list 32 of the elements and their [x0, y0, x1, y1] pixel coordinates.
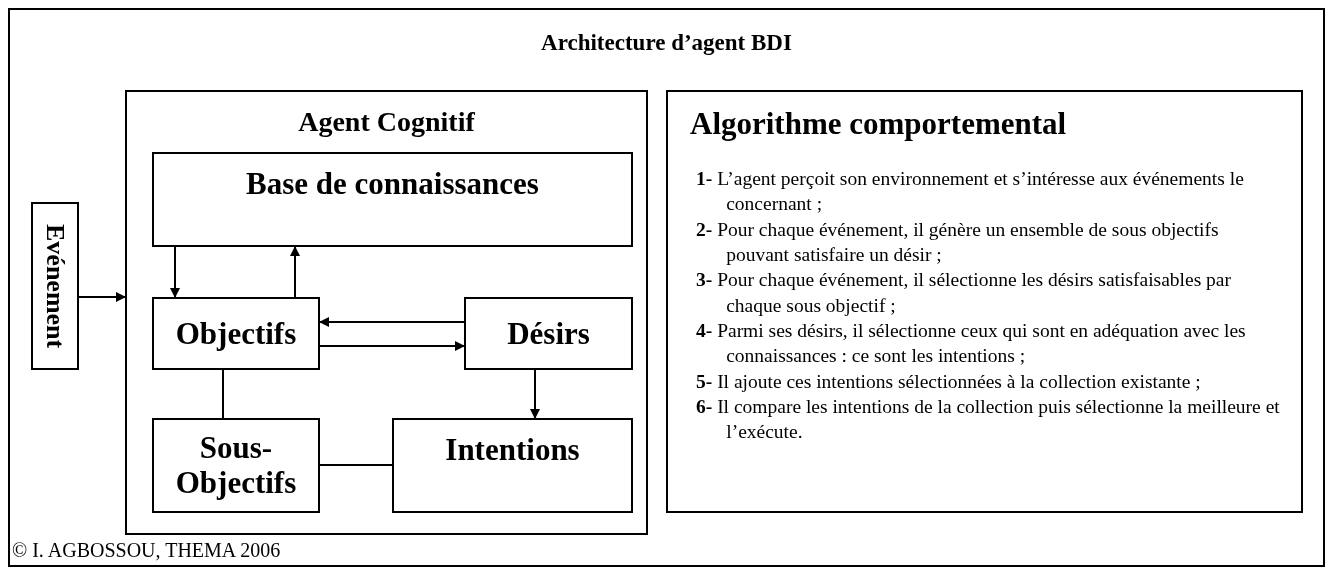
arrow — [290, 246, 300, 298]
step-text: 1- L’agent perçoit son environnement et s’intéresse aux événements le concernant ; — [696, 167, 1245, 217]
arrow — [530, 369, 540, 419]
arrow — [78, 292, 126, 302]
node-label: Base de connaissances — [245, 166, 540, 202]
arrow — [319, 341, 465, 351]
process-box — [464, 297, 633, 370]
node-label: Désirs — [506, 315, 591, 352]
process-box — [392, 418, 633, 513]
process-box — [152, 152, 633, 247]
node-label: Objectifs — [174, 315, 298, 352]
process-box — [152, 418, 320, 513]
caption: © I. AGBOSSOU, THEMA 2006 — [12, 539, 281, 562]
step-text: 5- Il ajoute ces intentions sélectionnées à la collection existante ; — [696, 369, 1202, 394]
algorithm-panel — [666, 90, 1303, 513]
arrow — [319, 317, 465, 327]
step-text: 4- Parmi ses désirs, il sélectionne ceux qui sont en adéquation avec les connaissances : ce sont les intentions ; — [696, 319, 1247, 369]
connector-line — [222, 369, 224, 419]
step-text: 6- Il compare les intentions de la collection puis sélectionne la meilleure et l’exécute. — [696, 395, 1281, 445]
connector-line — [319, 464, 393, 466]
node-label: Intentions — [444, 432, 581, 468]
process-box — [31, 202, 79, 370]
panel-heading: Algorithme comportemental — [690, 106, 1068, 142]
node-label: Evénement — [40, 223, 70, 349]
process-box — [152, 297, 320, 370]
agent-container — [125, 90, 648, 535]
step-text: 3- Pour chaque événement, il sélectionne les désirs satisfaisables par chaque sous objectif ; — [696, 268, 1232, 318]
diagram-title: Architecture d’agent BDI — [540, 30, 793, 56]
step-text: 2- Pour chaque événement, il génère un ensemble de sous objectifs pouvant satisfaire un désir ; — [696, 217, 1220, 268]
arrow — [170, 246, 180, 298]
node-heading: Agent Cognitif — [297, 106, 476, 139]
node-label: Sous- Objectifs — [174, 429, 298, 502]
